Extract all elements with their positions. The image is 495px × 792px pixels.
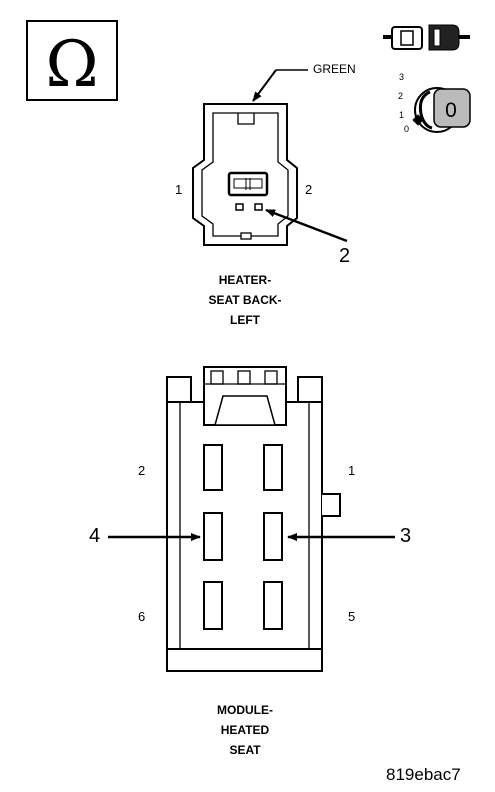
- module-pin-1-label: 1: [348, 463, 356, 478]
- caption-line: SEAT BACK-: [208, 293, 282, 307]
- ignition-position-1: 1: [399, 110, 405, 120]
- reference-code: 819ebac7: [386, 765, 461, 784]
- module-pin-5-label: 5: [348, 609, 356, 624]
- ignition-key-label: 0: [445, 99, 457, 122]
- ignition-position-0: 0: [404, 124, 410, 134]
- heater-connector-face: [192, 103, 298, 246]
- caption-line: HEATER-: [218, 273, 272, 287]
- ignition-position-3: 3: [399, 72, 405, 82]
- caption-line: HEATED: [220, 723, 270, 737]
- wire-color-label: GREEN: [313, 62, 356, 76]
- heater-pin-1-label: 1: [175, 182, 183, 197]
- ohm-meter-icon: Ω: [26, 20, 118, 102]
- module-connector-face: [166, 366, 341, 672]
- heater-callout-arrow: [265, 208, 348, 243]
- ignition-position-2: 2: [398, 91, 404, 101]
- caption-line: LEFT: [230, 313, 260, 327]
- ohm-glyph: Ω: [45, 28, 98, 102]
- heater-connector-caption: HEATER- SEAT BACK- LEFT: [160, 270, 330, 330]
- ignition-key-off-icon: 0: [412, 87, 471, 133]
- caption-line: MODULE-: [217, 703, 273, 717]
- module-callout-right-number: 3: [400, 525, 412, 547]
- module-pin-2-label: 2: [138, 463, 146, 478]
- disconnected-connector-icon: [383, 24, 470, 51]
- module-connector-caption: MODULE- HEATED SEAT: [160, 700, 330, 760]
- module-callout-left-number: 4: [89, 525, 101, 547]
- caption-line: SEAT: [229, 743, 261, 757]
- wire-color-leader: [252, 69, 308, 102]
- module-pin-6-label: 6: [138, 609, 146, 624]
- heater-pin-2-label: 2: [305, 182, 313, 197]
- heater-callout-number: 2: [339, 245, 351, 267]
